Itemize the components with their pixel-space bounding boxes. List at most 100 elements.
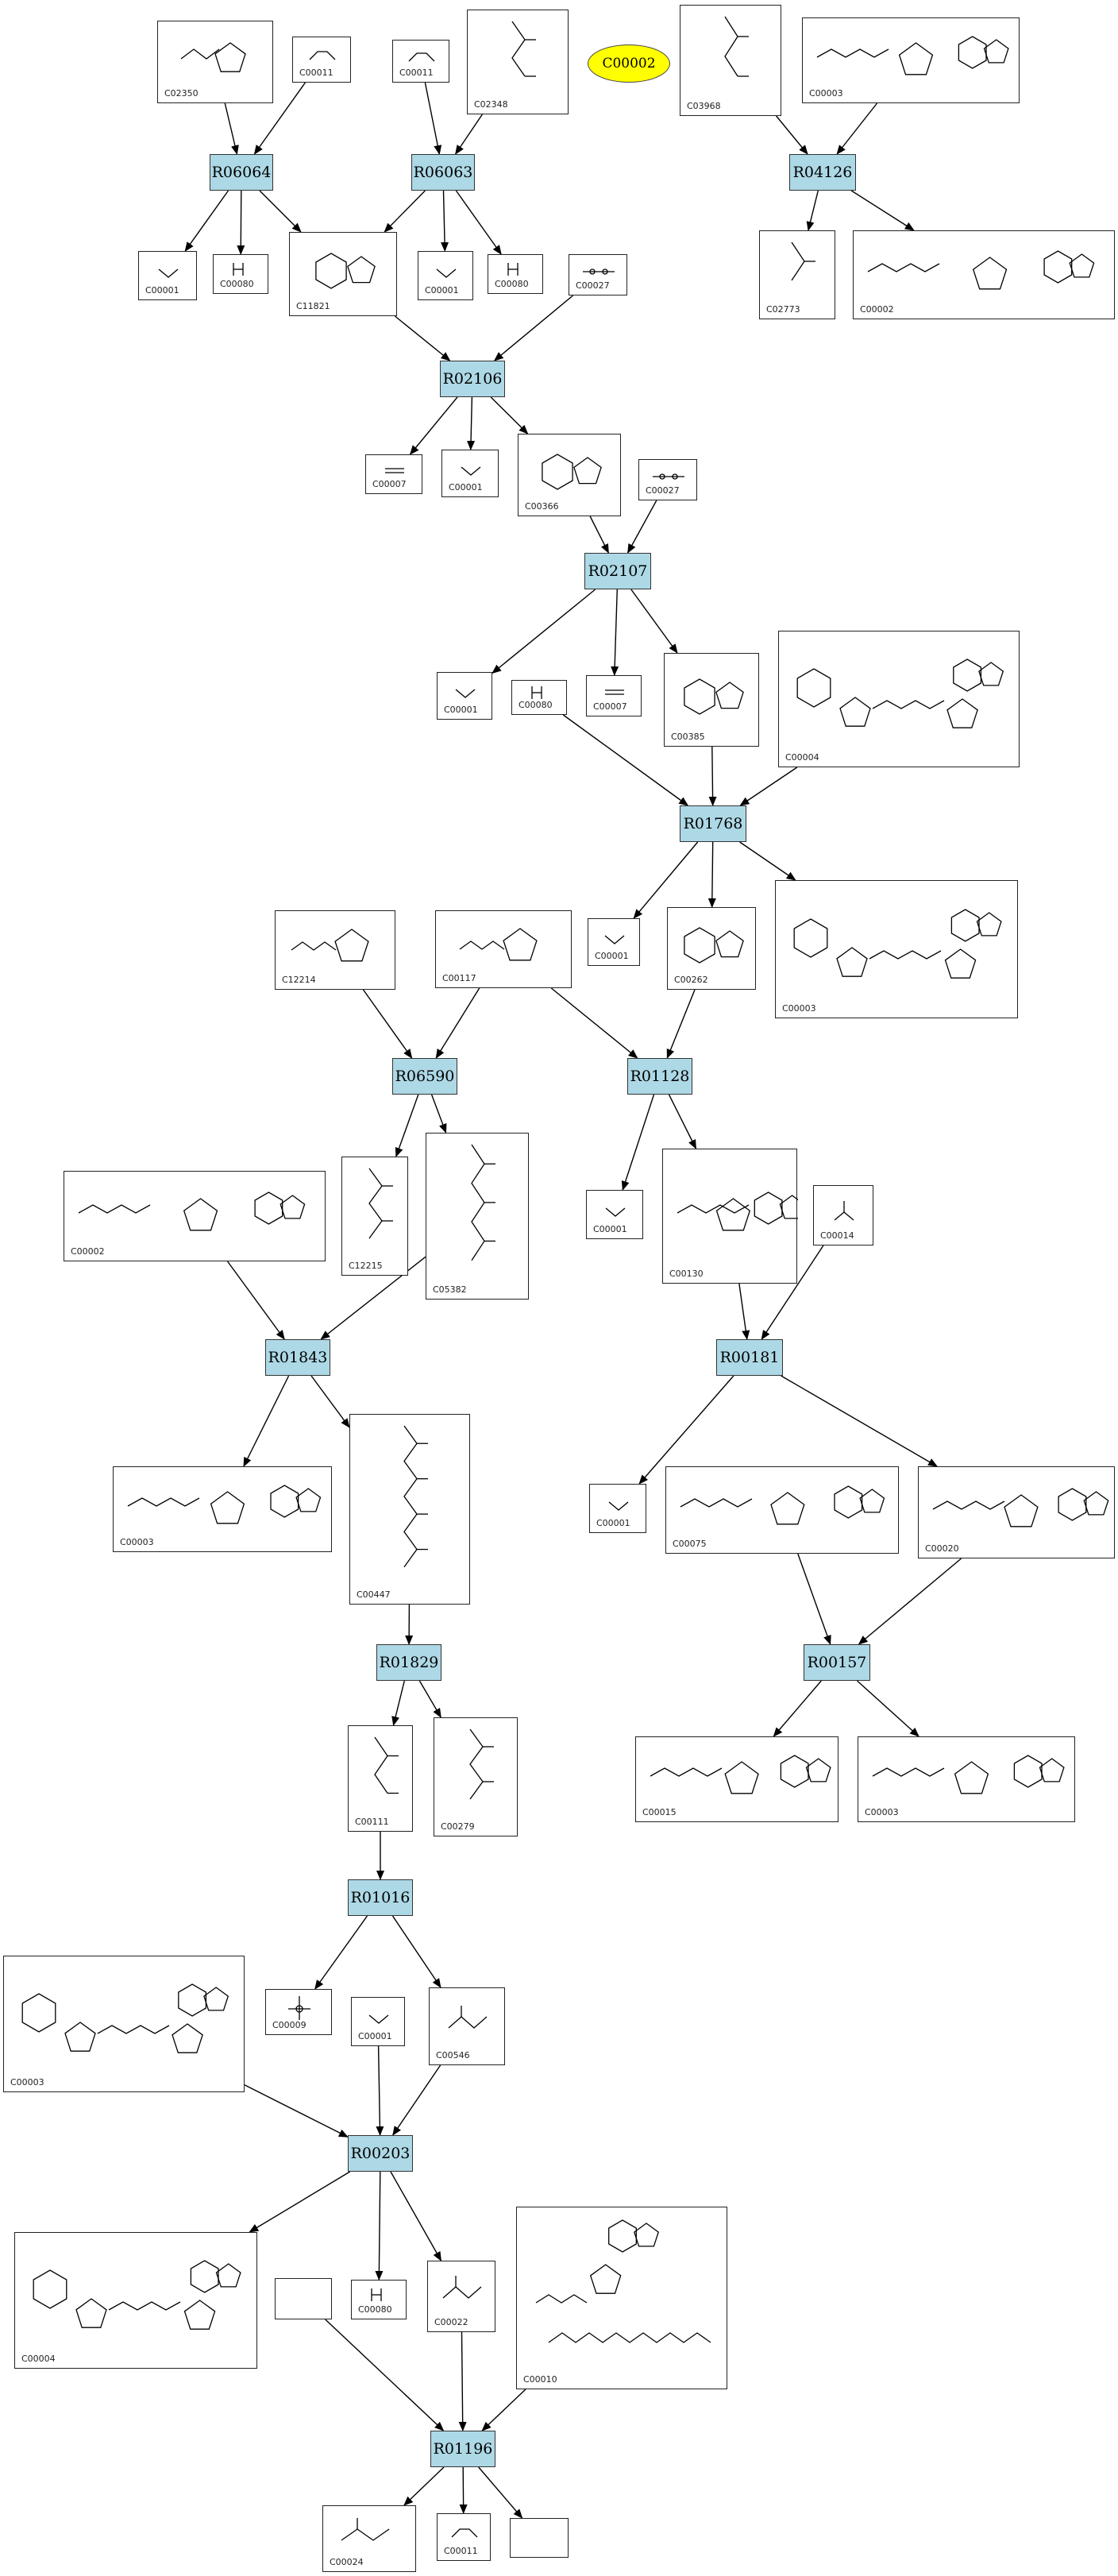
compound-node-c00002b[interactable]: C00002 (64, 1171, 326, 1261)
compound-node-c00001g[interactable]: C00001 (589, 1484, 646, 1533)
compound-node-c00011c[interactable]: C00011 (437, 2513, 491, 2561)
compound-node-c00010[interactable]: C00010 (516, 2207, 727, 2389)
structure-icon (233, 263, 244, 276)
compound-node-c00080c[interactable]: C00080 (511, 680, 567, 715)
compound-node-c00020[interactable]: C00020 (918, 1466, 1115, 1558)
edge-r06064-c11821 (259, 190, 302, 233)
compound-node-c00011a[interactable]: C00011 (292, 37, 351, 83)
compound-node-c00015[interactable]: C00015 (635, 1736, 838, 1822)
compound-node-c00546[interactable]: C00546 (429, 1987, 505, 2065)
structure-icon (507, 263, 519, 276)
compound-node-c11821[interactable]: C11821 (289, 232, 397, 316)
edge-r01196-c00011c (459, 2466, 468, 2514)
compound-node-c00024[interactable]: C00024 (322, 2505, 416, 2572)
compound-node-c00011b[interactable]: C00011 (392, 40, 449, 83)
structure-icon (461, 466, 481, 476)
compound-node-c00027b[interactable]: C00027 (638, 459, 697, 500)
structure-icon (21, 1983, 229, 2053)
compound-node-c00001b[interactable]: C00001 (418, 251, 473, 300)
edge-r01843-c00447 (310, 1375, 350, 1428)
edge-blank1-r01196 (325, 2319, 445, 2431)
compound-node-c00003e[interactable]: C00003 (3, 1956, 245, 2092)
compound-node-c02773[interactable]: C02773 (759, 230, 835, 319)
reaction-node-r06590[interactable]: R06590 (392, 1058, 457, 1095)
compound-node-c00003c[interactable]: C00003 (113, 1466, 332, 1552)
compound-node-c00027a[interactable]: C00027 (569, 254, 627, 295)
reaction-node-r01196[interactable]: R01196 (430, 2431, 495, 2467)
compound-node-c00014[interactable]: C00014 (813, 1185, 873, 1246)
compound-node-c00003b[interactable]: C00003 (775, 880, 1018, 1018)
reaction-label: R01768 (683, 815, 743, 832)
compound-node-c00447[interactable]: C00447 (349, 1414, 470, 1605)
compound-node-c02348[interactable]: C02348 (467, 10, 569, 114)
compound-node-c00262[interactable]: C00262 (667, 907, 756, 990)
compound-node-c00001d[interactable]: C00001 (437, 672, 492, 720)
compound-node-c05382[interactable]: C05382 (426, 1133, 529, 1300)
edge-c00075-r00157 (797, 1553, 831, 1645)
compound-node-c00002a[interactable]: C00002 (853, 230, 1115, 319)
reaction-node-r01768[interactable]: R01768 (680, 805, 746, 842)
compound-node-blank2[interactable] (510, 2518, 569, 2558)
reaction-node-r02107[interactable]: R02107 (584, 553, 651, 589)
structure-icon (542, 454, 602, 490)
compound-node-c00080a[interactable]: C00080 (213, 254, 268, 294)
reaction-label: R04126 (792, 164, 853, 181)
reaction-node-r01016[interactable]: R01016 (348, 1879, 413, 1916)
compound-node-c00009[interactable]: C00009 (265, 1989, 332, 2035)
structure-icon (309, 51, 336, 60)
edge-c00022-r01196 (458, 2331, 467, 2431)
compound-node-c00366[interactable]: C00366 (518, 434, 621, 516)
reaction-node-r04126[interactable]: R04126 (789, 154, 856, 191)
compound-id-label: C00080 (495, 279, 529, 289)
reaction-node-r02106[interactable]: R02106 (440, 361, 505, 397)
reaction-node-r06064[interactable]: R06064 (210, 154, 273, 191)
reaction-node-r01128[interactable]: R01128 (627, 1058, 692, 1095)
edge-c02348-r06063 (455, 114, 483, 155)
edge-c00130-r00181 (738, 1283, 750, 1340)
compound-node-c00001c[interactable]: C00001 (441, 450, 499, 497)
reaction-node-r00203[interactable]: R00203 (348, 2135, 413, 2172)
compound-node-c12215[interactable]: C12215 (341, 1157, 408, 1276)
compound-node-c00001h[interactable]: C00001 (351, 1997, 405, 2046)
compound-node-c00117[interactable]: C00117 (435, 910, 572, 988)
compound-node-c00385[interactable]: C00385 (664, 653, 759, 747)
compound-node-blank1[interactable] (275, 2278, 332, 2319)
compound-node-c03968[interactable]: C03968 (680, 5, 781, 116)
reaction-node-r01829[interactable]: R01829 (376, 1644, 441, 1681)
compound-node-c00004b[interactable]: C00004 (14, 2232, 257, 2369)
compound-node-c00001a[interactable]: C00001 (138, 251, 197, 300)
reaction-label: R00157 (807, 1654, 867, 1671)
reaction-label: R00203 (350, 2145, 411, 2162)
compound-node-c00111[interactable]: C00111 (348, 1725, 413, 1832)
compound-node-c02350[interactable]: C02350 (157, 21, 273, 103)
reaction-label: R06064 (211, 164, 272, 181)
reaction-node-r06063[interactable]: R06063 (411, 154, 475, 191)
compound-id-label: C00004 (785, 752, 819, 763)
compound-node-c00022[interactable]: C00022 (427, 2261, 495, 2332)
edge-c00003a-r04126 (836, 102, 878, 155)
edge-r01768-c00003b (739, 841, 796, 881)
compound-id-label: C00001 (595, 951, 629, 961)
compound-node-c00004a[interactable]: C00004 (778, 631, 1020, 767)
compound-node-c00130[interactable]: C00130 (662, 1149, 798, 1284)
compound-id-label: C00385 (671, 732, 705, 742)
structure-icon (469, 1728, 494, 1800)
compound-node-c00080d[interactable]: C00080 (351, 2280, 407, 2319)
compound-node-c00075[interactable]: C00075 (665, 1466, 899, 1554)
reaction-node-r00157[interactable]: R00157 (804, 1644, 870, 1681)
compound-node-c00279[interactable]: C00279 (434, 1717, 518, 1836)
compound-node-c00001e[interactable]: C00001 (588, 918, 640, 966)
compound-node-c00003d[interactable]: C00003 (858, 1736, 1075, 1822)
edge-c00262-r01128 (666, 989, 696, 1059)
compound-node-c00080b[interactable]: C00080 (488, 254, 543, 294)
compound-node-c00001f[interactable]: C00001 (586, 1190, 643, 1239)
compound-node-c00007b[interactable]: C00007 (586, 675, 642, 716)
structure-icon (531, 686, 542, 699)
reaction-node-r00181[interactable]: R00181 (716, 1339, 783, 1376)
edge-r02107-c00001d (492, 589, 596, 674)
compound-node-c12214[interactable]: C12214 (275, 910, 395, 990)
target-compound-node[interactable]: C00002 (588, 44, 670, 83)
reaction-node-r01843[interactable]: R01843 (265, 1339, 330, 1376)
compound-node-c00007a[interactable]: C00007 (365, 454, 422, 494)
compound-node-c00003a[interactable]: C00003 (802, 17, 1020, 103)
